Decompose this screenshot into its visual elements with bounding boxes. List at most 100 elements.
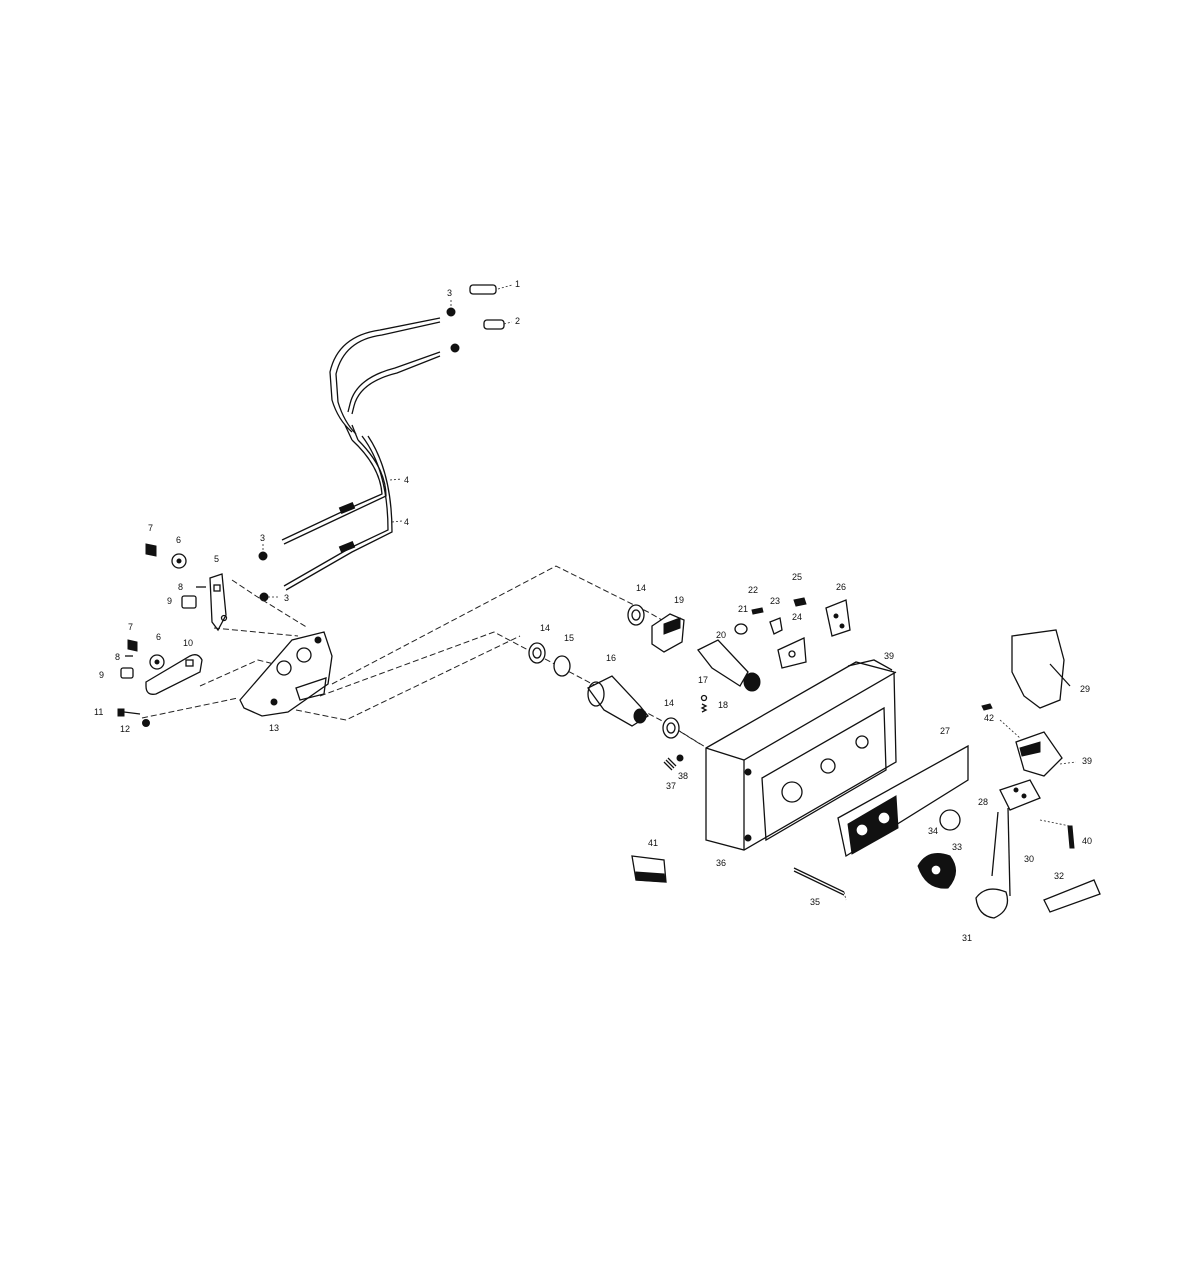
- screw-37: [663, 757, 677, 771]
- callout-16: 16: [606, 653, 616, 663]
- cable-end-fitting-1: [469, 284, 513, 295]
- throttle-lever-5: [209, 573, 228, 632]
- assembly-line-bolt: [141, 697, 239, 719]
- callout-6-lower: 6: [156, 632, 161, 642]
- callout-30: 30: [1024, 854, 1034, 864]
- bolt-35: [793, 867, 845, 896]
- handle-shaft-20: [697, 639, 761, 692]
- callout-15: 15: [564, 633, 574, 643]
- callout-19: 19: [674, 595, 684, 605]
- callout-38: 38: [678, 771, 688, 781]
- callout-33: 33: [952, 842, 962, 852]
- callout-27: 27: [940, 726, 950, 736]
- nut-3-top-b: [450, 343, 460, 353]
- cable-end-fitting-2: [483, 319, 513, 330]
- callout-28: 28: [978, 797, 988, 807]
- callout-3-low: 3: [284, 593, 289, 603]
- callout-20: 20: [716, 630, 726, 640]
- control-cable-lower: [281, 435, 393, 591]
- callout-41: 41: [648, 838, 658, 848]
- callout-5: 5: [214, 554, 219, 564]
- callout-26: 26: [836, 582, 846, 592]
- callout-7-upper: 7: [148, 523, 153, 533]
- callout-2: 2: [515, 316, 520, 326]
- callout-3-top: 3: [447, 288, 452, 298]
- detent-cam-19: [651, 613, 685, 653]
- assembly-path-inner: [319, 631, 701, 745]
- clip-23: [769, 617, 783, 635]
- cover-29: [1011, 629, 1071, 709]
- nameplate-27: [837, 744, 969, 858]
- callout-36: 36: [716, 858, 726, 868]
- horn-button-33: [939, 809, 961, 831]
- washer-6-lower: [149, 654, 165, 670]
- callout-9-upper: 9: [167, 596, 172, 606]
- callout-32: 32: [1054, 871, 1064, 881]
- callout-37: 37: [666, 781, 676, 791]
- assembly-line-mid: [213, 627, 299, 637]
- ball-38: [676, 754, 684, 762]
- callout-3-mid: 3: [260, 533, 265, 543]
- retainer-14-lower: [662, 717, 680, 739]
- o-ring-15: [553, 655, 571, 677]
- callout-11: 11: [94, 707, 103, 717]
- callout-42: 42: [984, 713, 994, 723]
- callout-4-upper: 4: [404, 475, 409, 485]
- callout-22: 22: [748, 585, 758, 595]
- screw-42: [981, 703, 993, 711]
- callout-14-upper: 14: [636, 583, 646, 593]
- callout-4-lower: 4: [404, 517, 409, 527]
- callout-6-upper: 6: [176, 535, 181, 545]
- key-31: [975, 888, 1009, 919]
- callout-13: 13: [269, 723, 279, 733]
- callout-39-box: 39: [884, 651, 894, 661]
- ball-17: [700, 694, 708, 702]
- control-box-cover-39: [847, 659, 893, 671]
- callout-12: 12: [120, 724, 130, 734]
- plate-26: [825, 599, 851, 637]
- pivot-pin-9-upper: [181, 595, 197, 609]
- nut-12: [142, 719, 150, 727]
- shift-housing-13: [239, 631, 333, 717]
- clip-41: [631, 855, 667, 883]
- callout-9-lower: 9: [99, 670, 104, 680]
- bracket-28: [999, 779, 1041, 811]
- assembly-path-long: [331, 565, 677, 685]
- callout-8-lower: 8: [115, 652, 120, 662]
- callout-14-lower: 14: [664, 698, 674, 708]
- callout-21: 21: [738, 604, 748, 614]
- switch-knob-34: [917, 853, 956, 889]
- callout-1: 1: [515, 279, 520, 289]
- control-cable-upper: [329, 317, 441, 441]
- callout-29: 29: [1080, 684, 1090, 694]
- screw-22: [751, 607, 764, 615]
- callout-25: 25: [792, 572, 802, 582]
- callout-17: 17: [698, 675, 708, 685]
- decal-32: [1043, 879, 1101, 913]
- callout-8-upper: 8: [178, 582, 183, 592]
- nut-3-low-a: [258, 551, 268, 561]
- callout-34: 34: [928, 826, 938, 836]
- shaft-16: [587, 675, 649, 727]
- nut-3-low-b: [259, 592, 269, 602]
- callout-18: 18: [718, 700, 728, 710]
- bracket-24: [777, 637, 807, 669]
- bolt-11: [117, 708, 141, 717]
- assembly-line-lever: [199, 659, 275, 687]
- shift-lever-10: [145, 654, 203, 695]
- callout-24: 24: [792, 612, 802, 622]
- screw-7-upper: [145, 543, 157, 557]
- screw-40: [1067, 825, 1075, 849]
- screw-7-lower: [127, 639, 138, 652]
- screw-25: [793, 597, 807, 607]
- spring-clip-21: [734, 623, 748, 635]
- switch-39: [1015, 731, 1063, 777]
- callout-10: 10: [183, 638, 193, 648]
- retainer-14-upper: [627, 604, 645, 626]
- nut-3-top-a: [446, 307, 456, 317]
- callout-35: 35: [810, 897, 820, 907]
- callout-31: 31: [962, 933, 972, 943]
- assembly-path-return: [295, 635, 521, 721]
- spring-18: [700, 703, 708, 713]
